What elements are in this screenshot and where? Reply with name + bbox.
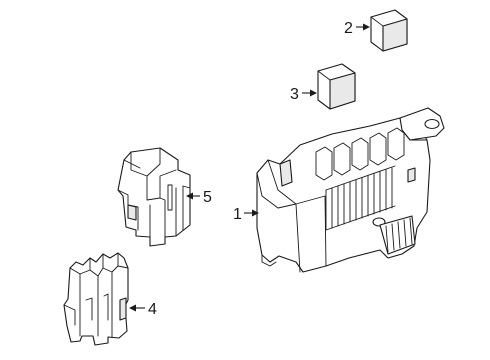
arrowhead-5 bbox=[186, 192, 193, 200]
callout-1: 1 bbox=[233, 206, 242, 223]
part-4-block bbox=[63, 252, 129, 346]
part-5-holder bbox=[117, 147, 191, 247]
arrowhead-3 bbox=[310, 89, 317, 97]
callout-3: 3 bbox=[290, 86, 299, 103]
part-1-fuse-box bbox=[256, 107, 445, 273]
callout-5: 5 bbox=[203, 189, 212, 206]
callout-leaders bbox=[129, 23, 370, 312]
part-2-relay bbox=[370, 9, 408, 52]
part-3-relay bbox=[317, 63, 356, 110]
callout-2: 2 bbox=[344, 20, 353, 37]
arrowhead-4 bbox=[129, 304, 136, 312]
arrowhead-2 bbox=[363, 23, 370, 31]
callout-4: 4 bbox=[148, 301, 157, 318]
arrowhead-1 bbox=[252, 209, 259, 217]
